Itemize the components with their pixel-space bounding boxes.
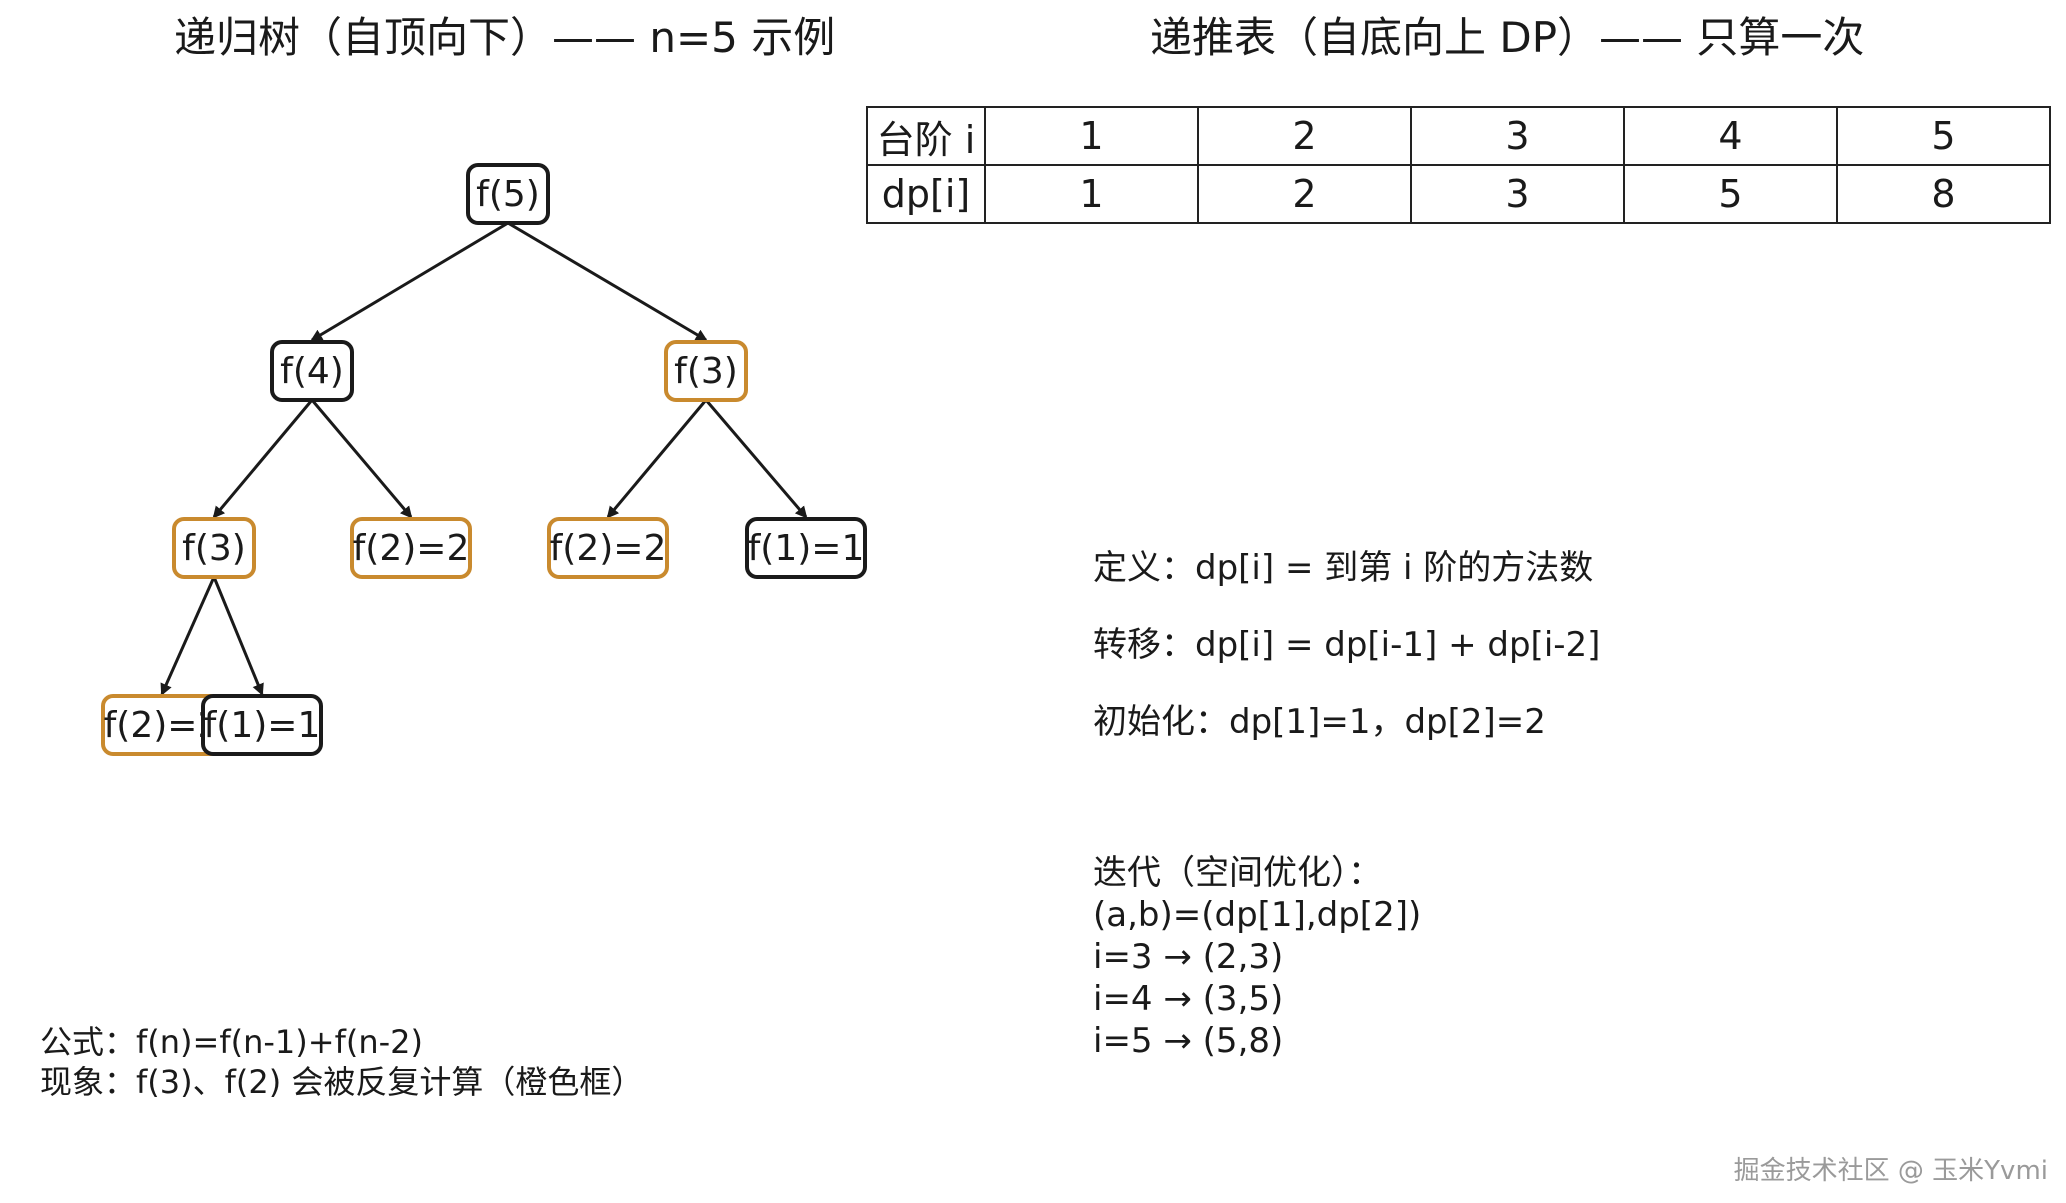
tree-edge bbox=[212, 399, 314, 519]
tree-edge bbox=[212, 576, 264, 696]
transfer-text: 转移：dp[i] = dp[i-1] + dp[i-2] bbox=[1093, 625, 1601, 665]
table-cell-i3: 3 bbox=[1410, 106, 1625, 166]
tree-edge bbox=[310, 221, 509, 342]
tree-node-label: f(2)=2 bbox=[353, 528, 470, 569]
tree-edge bbox=[507, 221, 708, 342]
tree-node-f4: f(4) bbox=[270, 340, 354, 402]
table-row-i: 台阶 i 1 2 3 4 5 bbox=[866, 106, 2051, 166]
formula-text: 公式：f(n)=f(n-1)+f(n-2) bbox=[40, 1023, 423, 1061]
tree-node-f2a: f(2)=2 bbox=[350, 517, 472, 579]
table-cell-dp4: 5 bbox=[1623, 164, 1838, 224]
table-cell-i1: 1 bbox=[984, 106, 1199, 166]
table-header-i: 台阶 i bbox=[866, 106, 986, 166]
tree-node-label: f(1)=1 bbox=[204, 705, 321, 746]
init-text: 初始化：dp[1]=1，dp[2]=2 bbox=[1093, 702, 1546, 742]
tree-node-f1b: f(1)=1 bbox=[201, 694, 323, 756]
tree-node-f2b: f(2)=2 bbox=[547, 517, 669, 579]
watermark: 掘金技术社区 @ 玉米Yvmi bbox=[1733, 1156, 2048, 1186]
iteration-line: (a,b)=(dp[1],dp[2]) bbox=[1093, 895, 1422, 935]
tree-node-box bbox=[201, 694, 323, 756]
tree-title: 递归树（自顶向下）—— n=5 示例 bbox=[174, 13, 836, 62]
table-cell-i2: 2 bbox=[1197, 106, 1412, 166]
table-cell-i4: 4 bbox=[1623, 106, 1838, 166]
table-title: 递推表（自底向上 DP）—— 只算一次 bbox=[1150, 13, 1865, 62]
table-row-dp: dp[i] 1 2 3 5 8 bbox=[866, 164, 2051, 224]
tree-edge bbox=[160, 576, 216, 696]
iteration-line: i=5 → (5,8) bbox=[1093, 1021, 1284, 1061]
tree-node-f5: f(5) bbox=[466, 163, 550, 225]
iteration-block: 迭代（空间优化）： (a,b)=(dp[1],dp[2]) i=3 → (2,3… bbox=[1093, 852, 1421, 1062]
tree-node-label: f(5) bbox=[476, 174, 540, 215]
tree-node-box bbox=[466, 163, 550, 225]
dp-table: 台阶 i 1 2 3 4 5 dp[i] 1 2 3 5 8 bbox=[866, 106, 2051, 224]
tree-node-label: f(2)=2 bbox=[550, 528, 667, 569]
tree-node-box bbox=[350, 517, 472, 579]
tree-node-box bbox=[172, 517, 256, 579]
tree-node-label: f(3) bbox=[182, 528, 246, 569]
tree-node-label: f(3) bbox=[674, 351, 738, 392]
tree-node-box bbox=[664, 340, 748, 402]
tree-node-label: f(4) bbox=[280, 351, 344, 392]
table-cell-dp1: 1 bbox=[984, 164, 1199, 224]
table-cell-dp2: 2 bbox=[1197, 164, 1412, 224]
iteration-line: i=3 → (2,3) bbox=[1093, 937, 1284, 977]
tree-node-box bbox=[270, 340, 354, 402]
table-cell-dp3: 3 bbox=[1410, 164, 1625, 224]
tree-edge bbox=[606, 399, 708, 519]
table-cell-dp5: 8 bbox=[1836, 164, 2051, 224]
formula-block: 公式：f(n)=f(n-1)+f(n-2) 现象：f(3)、f(2) 会被反复计… bbox=[40, 1022, 643, 1102]
tree-node-box bbox=[547, 517, 669, 579]
definition-block: 定义：dp[i] = 到第 i 阶的方法数 转移：dp[i] = dp[i-1]… bbox=[1093, 547, 1600, 778]
iteration-title: 迭代（空间优化）： bbox=[1093, 853, 1382, 893]
tree-edge bbox=[310, 399, 413, 519]
table-header-dp: dp[i] bbox=[866, 164, 986, 224]
tree-node-f1a: f(1)=1 bbox=[745, 517, 867, 579]
tree-node-f3a: f(3) bbox=[664, 340, 748, 402]
tree-node-f3b: f(3) bbox=[172, 517, 256, 579]
phenomenon-text: 现象：f(3)、f(2) 会被反复计算（橙色框） bbox=[40, 1063, 644, 1101]
tree-edge bbox=[704, 399, 808, 519]
iteration-line: i=4 → (3,5) bbox=[1093, 979, 1284, 1019]
definition-text: 定义：dp[i] = 到第 i 阶的方法数 bbox=[1093, 548, 1594, 588]
tree-node-label: f(1)=1 bbox=[748, 528, 865, 569]
table-cell-i5: 5 bbox=[1836, 106, 2051, 166]
tree-node-label: f(2)=2 bbox=[104, 705, 221, 746]
tree-node-box bbox=[745, 517, 867, 579]
